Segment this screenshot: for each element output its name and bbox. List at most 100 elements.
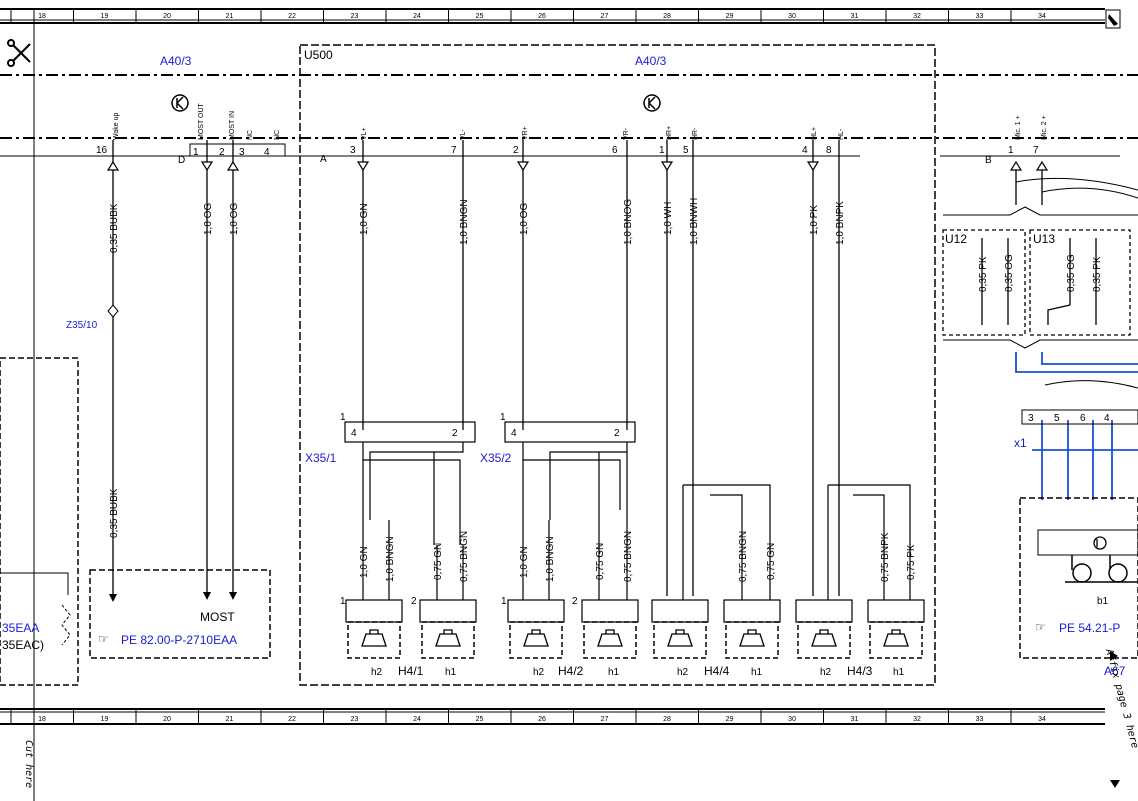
speaker-h2: h2 [533, 667, 545, 678]
page-corner-icon [1105, 9, 1121, 29]
pin-a5: 5 [683, 145, 689, 156]
column-number: 27 [601, 13, 609, 20]
column-number: 33 [976, 13, 984, 20]
pin-a7: 7 [451, 145, 457, 156]
most-label: MOST [200, 610, 235, 624]
speaker-group-index: 1 [501, 596, 507, 607]
left-ref-1: 35EAA [2, 621, 39, 635]
speaker-icon [867, 599, 925, 659]
wire-label: 0,75 GN [766, 543, 777, 580]
column-number: 21 [226, 716, 234, 723]
column-number: 28 [663, 716, 671, 723]
u500-frame [299, 44, 936, 686]
column-number: 32 [913, 716, 921, 723]
right-arrow-icon [1110, 651, 1118, 661]
x1-label: x1 [1014, 436, 1027, 450]
speaker-index-labels: 1 2 1 2 [340, 596, 578, 607]
speaker-icon [581, 599, 639, 659]
signal-hl-plus: HL+ [811, 127, 818, 140]
left-component-wire [0, 572, 69, 595]
left-component-shield [61, 604, 71, 646]
u500-label: U500 [304, 48, 333, 62]
pin-d3: 3 [239, 147, 245, 158]
control-unit-frame [0, 74, 1138, 139]
pin-a2: 2 [513, 145, 519, 156]
pin-x1-3: 3 [1028, 413, 1034, 424]
b1-label: b1 [1097, 596, 1109, 607]
speaker-h1: h1 [445, 667, 457, 678]
speaker-h1: h1 [893, 667, 905, 678]
wire-label: 1,0 BNWH [689, 198, 700, 245]
wire-arrows [106, 160, 1049, 172]
ref-icon-right: ☞ [1035, 620, 1046, 634]
component-b1-body [1037, 529, 1138, 556]
wire-label: 1,0 BNGN [385, 536, 396, 582]
a40-main-label: A40/3 [635, 54, 667, 68]
speaker-icon [507, 599, 565, 659]
x35-pins: 1 4 2 1 4 2 [340, 412, 620, 439]
column-number: 20 [163, 716, 171, 723]
wire-label: 0,75 BNGN [459, 531, 470, 582]
affix-page-label: Affix page 3 here [1103, 647, 1138, 750]
transistor-icon [171, 94, 661, 112]
column-number: 19 [101, 13, 109, 20]
pin-x35-2-2: 2 [614, 428, 620, 439]
wire-label: 0,75 GN [595, 543, 606, 580]
u13-label: U13 [1033, 232, 1055, 246]
wire-label: 0,35 BUBK [109, 203, 120, 253]
ref-most: PE 82.00-P-2710EAA [121, 633, 237, 647]
left-ref-2: 35EAC) [2, 638, 44, 652]
component-b1-coils [1065, 555, 1138, 583]
wire-label: 1,0 BNPK [835, 201, 846, 245]
pin-a8: 8 [826, 145, 832, 156]
u12-label: U12 [945, 232, 967, 246]
speaker-name: H4/2 [558, 664, 584, 678]
speaker-h2: h2 [371, 667, 383, 678]
speaker-name: H4/4 [704, 664, 730, 678]
signal-vr-plus: VR+ [522, 126, 529, 140]
signal-mic-1: Mic. 1 + [1015, 115, 1022, 140]
column-number: 21 [226, 13, 234, 20]
ref-right: PE 54.21-P [1059, 621, 1120, 635]
speaker-labels: h2 H4/1 h1 h2 H4/2 h1 h2 H4/4 h1 h2 H4/3… [371, 664, 905, 678]
column-number: 30 [788, 13, 796, 20]
ruler-top [0, 8, 1105, 24]
wire-label: 1,0 GN [359, 546, 370, 578]
pin-a3: 3 [350, 145, 356, 156]
column-number: 28 [663, 13, 671, 20]
wire-label: 0,75 BNGN [623, 531, 634, 582]
cut-here-label: Cut here [23, 740, 34, 788]
pin-b1: 1 [1008, 145, 1014, 156]
wire-label: 1,0 GN [519, 546, 530, 578]
ruler-bottom [0, 708, 1105, 725]
wire-label: 0,35 PK [978, 256, 989, 292]
footer-arrow-icon [1110, 780, 1120, 788]
column-number: 22 [288, 13, 296, 20]
wire-label: 0,75 BNPK [880, 532, 891, 582]
column-number: 26 [538, 13, 546, 20]
signal-nc-1: NC [247, 130, 254, 140]
wire-label: 0,75 BNGN [738, 531, 749, 582]
column-number: 32 [913, 13, 921, 20]
connector-d-box [189, 143, 286, 157]
column-number: 23 [351, 13, 359, 20]
column-number: 24 [413, 13, 421, 20]
pin-x1-4: 4 [1104, 413, 1110, 424]
wire-label: 1,0 OG [229, 203, 240, 235]
speaker-group-index: 1 [340, 596, 346, 607]
ref-icon-most: ☞ [98, 632, 109, 646]
column-number: 22 [288, 716, 296, 723]
wire-labels-upper: 0,35 BUBK 1,0 OG 1,0 OG 1,0 GN 1,0 BNGN … [109, 198, 1103, 292]
signal-hl-minus: HL- [838, 128, 845, 140]
wire-label: 1,0 GN [359, 203, 370, 235]
connector-pins: 16 1 2 3 4 3 7 2 6 1 5 4 8 1 7 [96, 145, 1039, 158]
pin-d1: 1 [193, 147, 199, 158]
column-number: 25 [476, 13, 484, 20]
signal-nc-2: NC [274, 130, 281, 140]
speaker-name: H4/1 [398, 664, 424, 678]
column-number: 18 [38, 716, 46, 723]
speaker-icon [345, 599, 403, 659]
pin-x1-6: 6 [1080, 413, 1086, 424]
signal-hr-minus: HR- [692, 127, 699, 140]
